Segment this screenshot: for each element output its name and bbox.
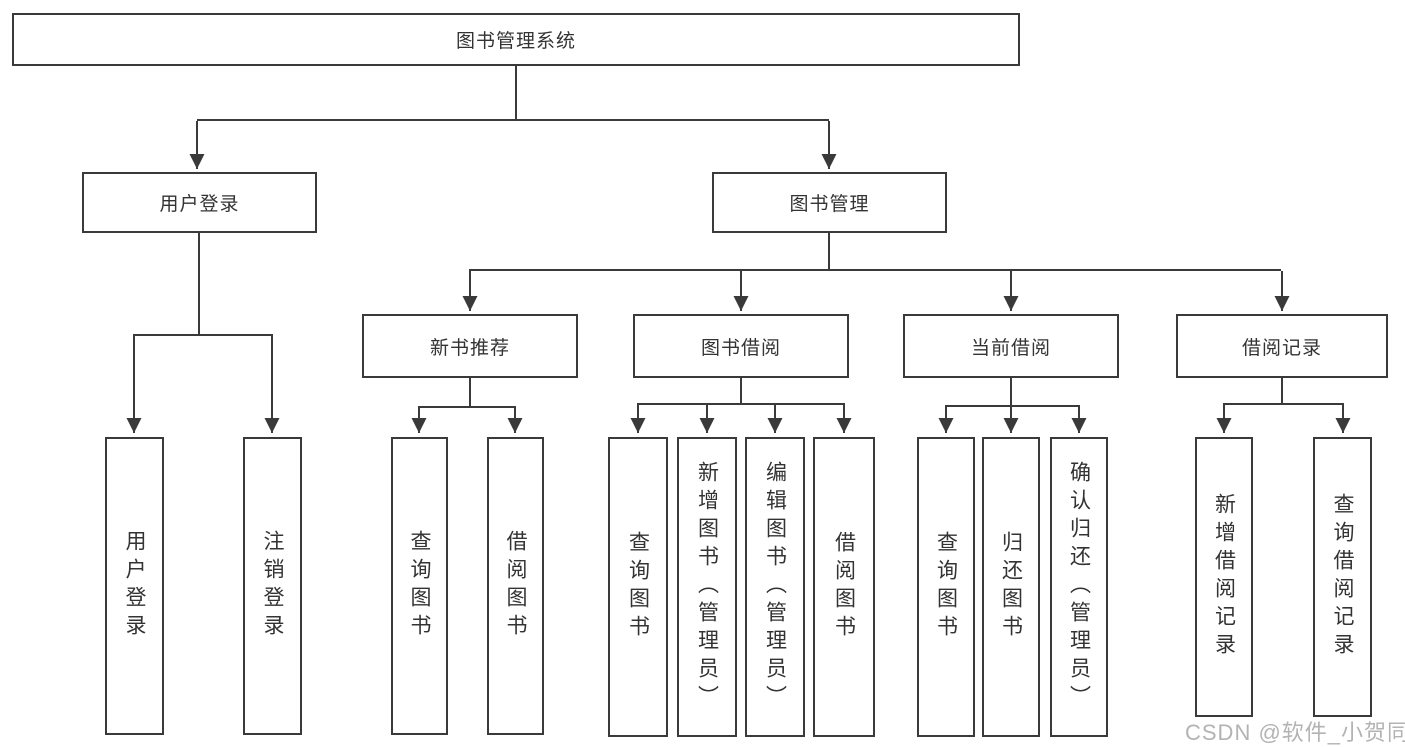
node-user-login: 用户登录: [82, 172, 317, 233]
leaf-query-books-current: 查询图书: [917, 437, 975, 737]
leaf-query-books-borrowing: 查询图书: [608, 437, 668, 737]
leaf-query-borrow-record: 查询借阅记录: [1313, 437, 1372, 717]
leaf-return-books: 归还图书: [982, 437, 1040, 737]
leaf-logout-login: 注销登录: [243, 437, 302, 735]
node-book-management: 图书管理: [712, 172, 947, 233]
leaf-borrow-books-recommend: 借阅图书: [487, 437, 544, 735]
node-new-book-recommend: 新书推荐: [362, 314, 578, 378]
csdn-watermark: CSDN @软件_小贺同学: [1185, 720, 1405, 745]
leaf-borrow-books: 借阅图书: [813, 437, 875, 737]
leaf-add-books-admin: 新增图书（管理员）: [677, 437, 737, 737]
leaf-confirm-return-admin: 确认归还（管理员）: [1050, 437, 1108, 737]
node-book-borrowing: 图书借阅: [633, 314, 849, 378]
leaf-add-borrow-record: 新增借阅记录: [1195, 437, 1253, 717]
node-current-borrowing: 当前借阅: [903, 314, 1119, 378]
leaf-query-books-recommend: 查询图书: [391, 437, 448, 735]
leaf-user-login: 用户登录: [105, 437, 164, 735]
connector-segments: [133, 66, 1344, 408]
leaf-edit-books-admin: 编辑图书（管理员）: [745, 437, 805, 737]
node-library-system: 图书管理系统: [12, 13, 1020, 66]
node-borrowing-records: 借阅记录: [1176, 314, 1388, 378]
